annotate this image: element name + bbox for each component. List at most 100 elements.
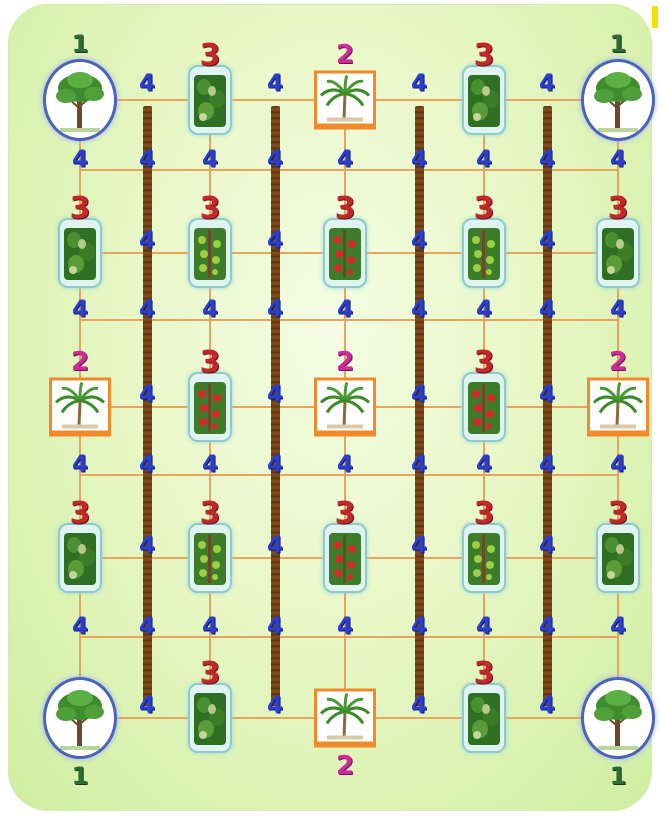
plant-number-4: 4 — [539, 299, 555, 322]
plant-number-3: 3 — [335, 194, 356, 224]
plant-number-4: 4 — [539, 73, 555, 96]
plant-number-4: 4 — [476, 454, 492, 477]
plant-number-4: 4 — [411, 149, 427, 172]
palm-tree-icon — [49, 378, 111, 437]
plant-number-3: 3 — [608, 499, 629, 529]
plant-number-4: 4 — [267, 695, 283, 718]
plant-number-3: 3 — [335, 499, 356, 529]
vine-jar-icon — [188, 65, 232, 135]
plant-number-4: 4 — [476, 149, 492, 172]
plant-number-3: 3 — [200, 348, 221, 378]
plant-number-4: 4 — [139, 299, 155, 322]
plant-number-4: 4 — [267, 454, 283, 477]
plant-number-4: 4 — [72, 299, 88, 322]
plant-number-4: 4 — [610, 616, 626, 639]
plant-number-4: 4 — [411, 535, 427, 558]
plant-number-4: 4 — [267, 616, 283, 639]
plant-number-4: 4 — [267, 299, 283, 322]
fruit-jar-icon — [462, 523, 506, 593]
plant-number-4: 4 — [539, 384, 555, 407]
round-tree-icon — [581, 677, 655, 759]
plant-number-4: 4 — [411, 695, 427, 718]
plant-number-2: 2 — [336, 349, 354, 375]
plant-number-4: 4 — [267, 73, 283, 96]
plant-number-4: 4 — [202, 149, 218, 172]
plant-number-4: 4 — [202, 299, 218, 322]
plant-number-4: 4 — [267, 535, 283, 558]
plant-number-4: 4 — [337, 149, 353, 172]
vine-jar-icon — [462, 683, 506, 753]
plant-number-4: 4 — [539, 454, 555, 477]
plant-number-4: 4 — [539, 535, 555, 558]
plant-number-4: 4 — [610, 149, 626, 172]
plant-number-3: 3 — [200, 194, 221, 224]
plant-number-4: 4 — [411, 384, 427, 407]
plant-number-1: 1 — [72, 764, 89, 788]
vine-jar-icon — [58, 218, 102, 288]
fruit-jar-icon — [188, 523, 232, 593]
plant-number-4: 4 — [72, 616, 88, 639]
plant-number-4: 4 — [539, 149, 555, 172]
plant-number-4: 4 — [539, 616, 555, 639]
plant-number-3: 3 — [474, 659, 495, 689]
palm-tree-icon — [314, 71, 376, 130]
fruit-jar-icon — [462, 218, 506, 288]
vine-jar-icon — [188, 683, 232, 753]
round-tree-icon — [581, 59, 655, 141]
plant-number-4: 4 — [411, 299, 427, 322]
plant-number-4: 4 — [539, 230, 555, 253]
plant-number-3: 3 — [608, 194, 629, 224]
plant-number-4: 4 — [337, 299, 353, 322]
plant-number-2: 2 — [71, 349, 89, 375]
plant-number-1: 1 — [610, 764, 627, 788]
plant-number-4: 4 — [411, 230, 427, 253]
fruit-jar-icon — [462, 372, 506, 442]
vine-jar-icon — [58, 523, 102, 593]
plant-number-4: 4 — [139, 230, 155, 253]
plant-number-4: 4 — [476, 616, 492, 639]
plant-number-4: 4 — [202, 616, 218, 639]
fruit-jar-icon — [188, 372, 232, 442]
fruit-jar-icon — [188, 218, 232, 288]
plant-number-3: 3 — [474, 499, 495, 529]
palm-tree-icon — [587, 378, 649, 437]
plant-number-4: 4 — [139, 695, 155, 718]
plant-number-3: 3 — [200, 659, 221, 689]
plant-number-4: 4 — [139, 384, 155, 407]
plant-number-4: 4 — [476, 299, 492, 322]
plant-number-2: 2 — [336, 753, 354, 779]
palm-tree-icon — [314, 378, 376, 437]
plant-number-3: 3 — [200, 41, 221, 71]
plant-number-4: 4 — [267, 230, 283, 253]
plant-number-4: 4 — [539, 695, 555, 718]
plant-number-3: 3 — [200, 499, 221, 529]
fruit-jar-icon — [323, 523, 367, 593]
plant-number-4: 4 — [337, 616, 353, 639]
plant-number-4: 4 — [139, 535, 155, 558]
plant-number-4: 4 — [411, 454, 427, 477]
plant-number-4: 4 — [411, 73, 427, 96]
plant-number-3: 3 — [474, 194, 495, 224]
plant-number-4: 4 — [337, 454, 353, 477]
plant-number-3: 3 — [70, 194, 91, 224]
plant-number-3: 3 — [70, 499, 91, 529]
plant-number-4: 4 — [610, 299, 626, 322]
plant-number-4: 4 — [610, 454, 626, 477]
plant-number-1: 1 — [72, 32, 89, 56]
plant-number-4: 4 — [72, 149, 88, 172]
plant-number-4: 4 — [139, 149, 155, 172]
vine-jar-icon — [462, 65, 506, 135]
plant-number-4: 4 — [267, 384, 283, 407]
plant-number-4: 4 — [139, 73, 155, 96]
plant-number-2: 2 — [609, 349, 627, 375]
vine-jar-icon — [596, 523, 640, 593]
plant-number-3: 3 — [474, 41, 495, 71]
round-tree-icon — [43, 677, 117, 759]
plant-number-4: 4 — [72, 454, 88, 477]
plant-number-4: 4 — [139, 454, 155, 477]
plant-number-4: 4 — [411, 616, 427, 639]
plant-number-4: 4 — [139, 616, 155, 639]
plant-number-1: 1 — [610, 32, 627, 56]
palm-tree-icon — [314, 689, 376, 748]
plant-number-3: 3 — [474, 348, 495, 378]
